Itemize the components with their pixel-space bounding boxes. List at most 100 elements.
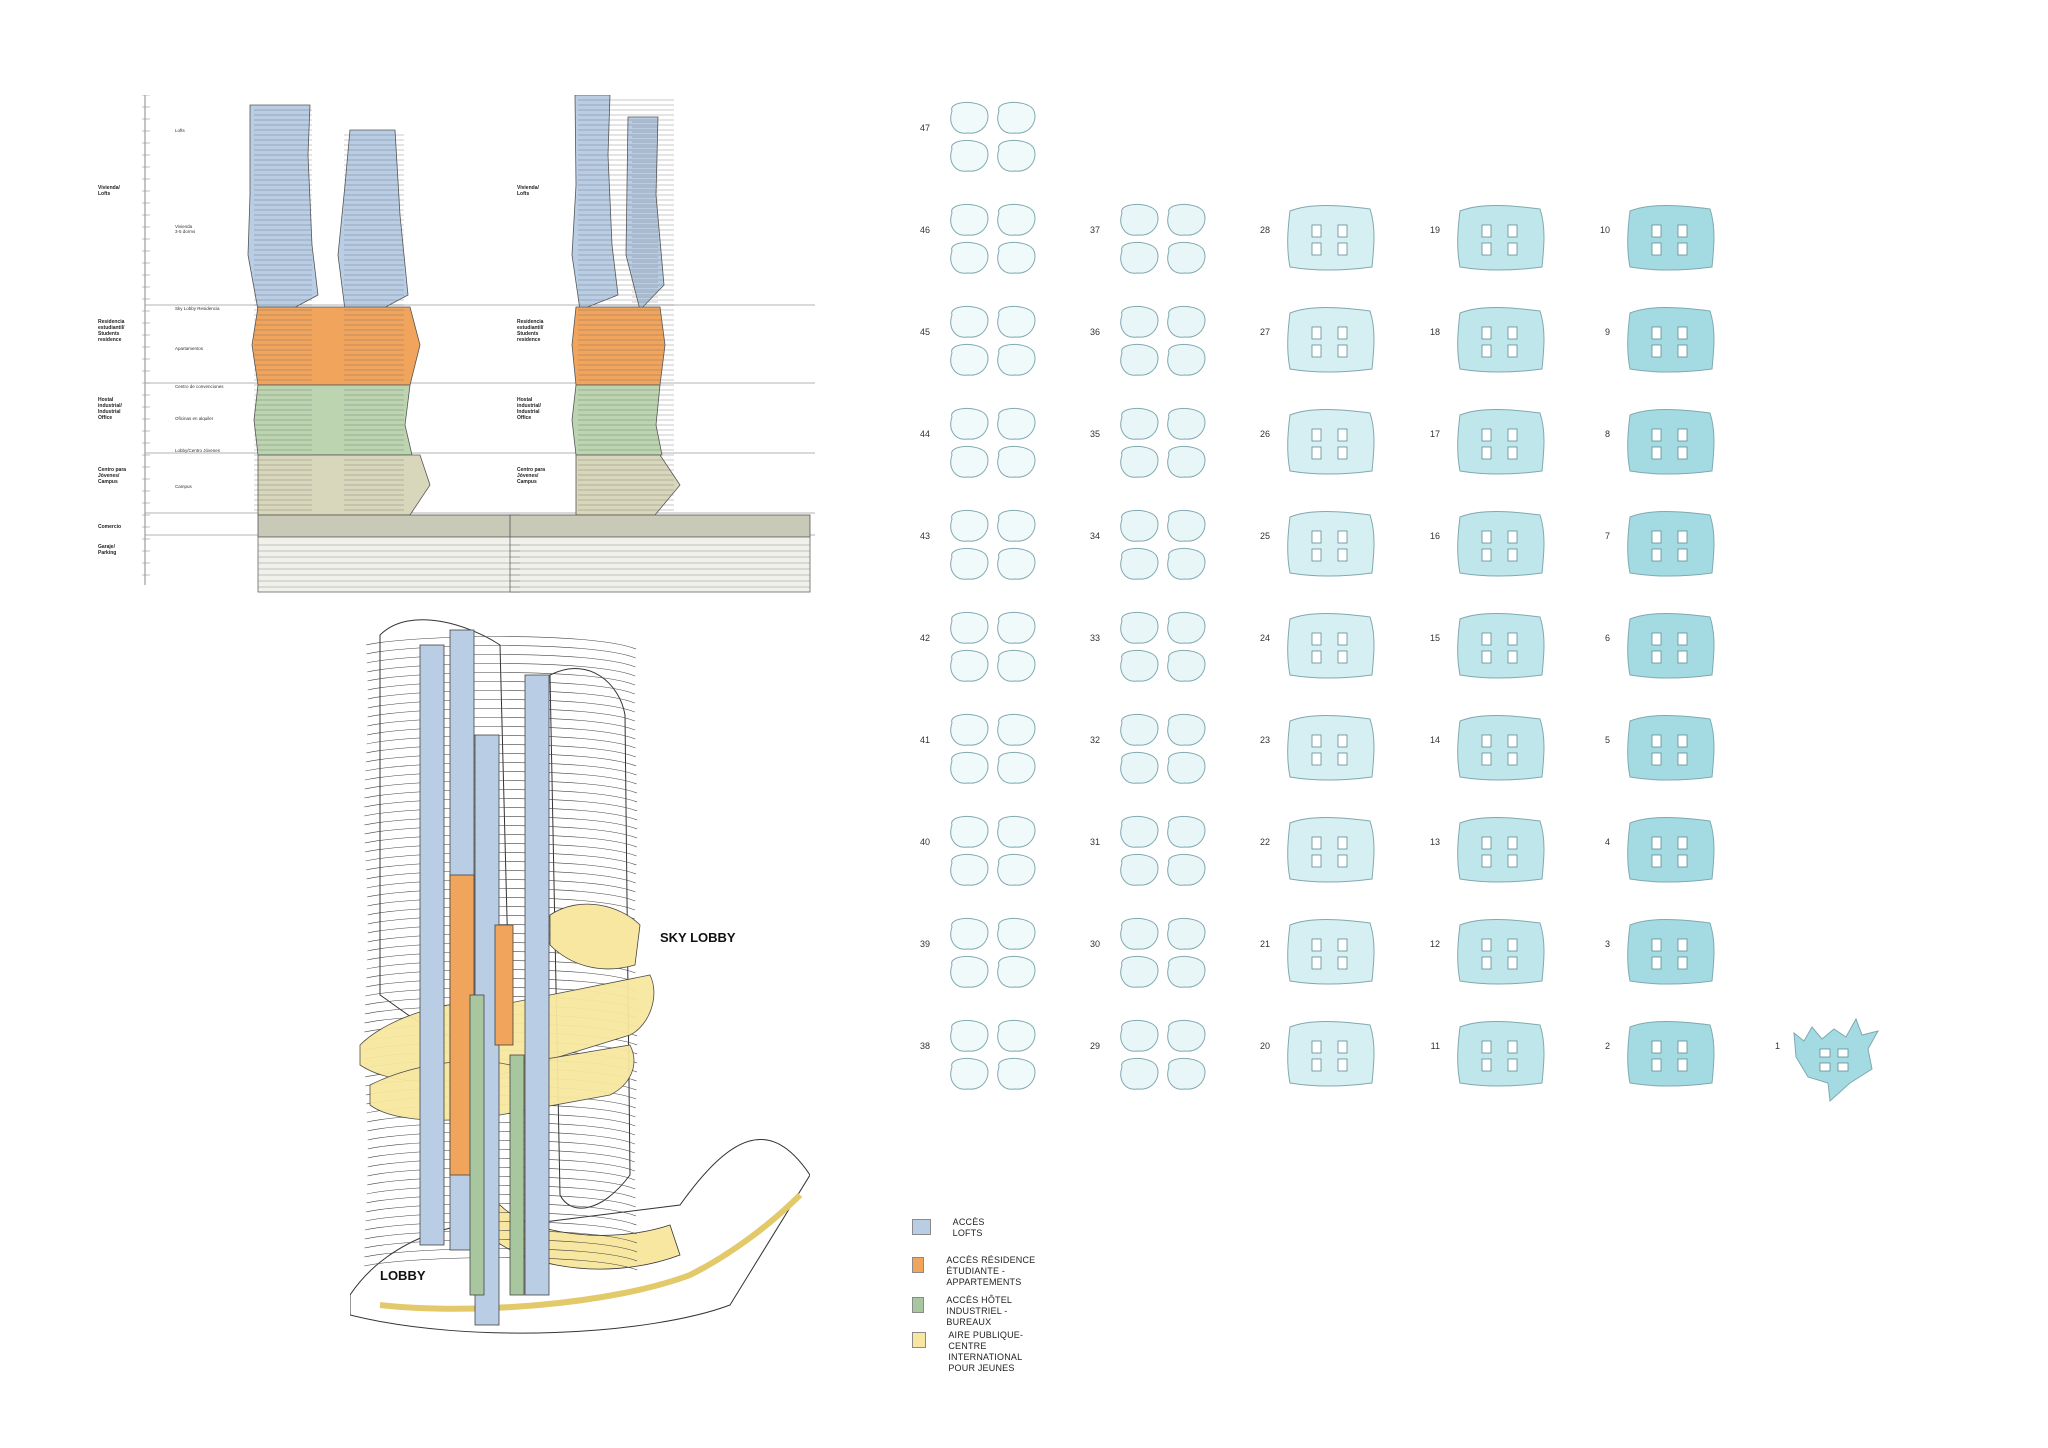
floor-number: 24	[1259, 633, 1270, 643]
floor-number: 23	[1259, 735, 1270, 745]
floor-plan-drawing	[1457, 511, 1545, 577]
floor-plan-drawing	[1457, 307, 1545, 373]
floor-number: 32	[1089, 735, 1100, 745]
floor-number: 47	[919, 123, 930, 133]
subzone-oficinas: Oficinas en alquiler	[175, 416, 214, 421]
zone-campus-label: Centro para Jóvenes/ Campus	[98, 467, 127, 485]
floor-number: 2	[1604, 1041, 1610, 1051]
legend-label-hotel: ACCÈS HÔTEL INDUSTRIEL - BUREAUX	[946, 1295, 1012, 1327]
floor-number: 37	[1089, 225, 1100, 235]
floor-number: 21	[1259, 939, 1270, 949]
floor-plan-drawing	[1627, 409, 1715, 475]
floor-plan-drawing	[950, 714, 1036, 784]
floor-number: 38	[919, 1041, 930, 1051]
subzone-convenciones: Centro de convenciones	[175, 384, 224, 389]
legend-item-hotel: ACCÈS HÔTEL INDUSTRIEL - BUREAUX	[912, 1295, 1017, 1328]
floor-plan-drawing	[950, 204, 1036, 274]
floor-number: 30	[1089, 939, 1100, 949]
floor-plan-drawing	[1627, 715, 1715, 781]
floor-number: 22	[1259, 837, 1270, 847]
legend-item-lofts: ACCÈS LOFTS	[912, 1217, 994, 1239]
axonometric-drawing	[350, 619, 810, 1334]
elevation-subzone-labels: Lofts Vivienda 3-5 dorms Sky Lobby Resid…	[175, 128, 245, 489]
floor-plan-drawing	[950, 102, 1036, 172]
floor-number: 10	[1599, 225, 1610, 235]
floor-plan-drawing	[1287, 511, 1375, 577]
legend-swatch-lofts	[912, 1219, 931, 1235]
floor-plan-drawing	[1627, 511, 1715, 577]
floor-number: 46	[919, 225, 930, 235]
floor-plan-drawing	[1457, 919, 1545, 985]
floor-number: 39	[919, 939, 930, 949]
floor-plan-drawing	[1120, 1020, 1206, 1090]
floor-plan-drawing	[1457, 1021, 1545, 1087]
zone-lofts-label-right: Vivienda/ Lofts	[517, 185, 539, 197]
subzone-skylobby: Sky Lobby Residencia	[175, 306, 220, 311]
floor-number: 14	[1429, 735, 1440, 745]
floor-number: 35	[1089, 429, 1100, 439]
floor-number: 12	[1429, 939, 1440, 949]
zone-lofts-label: Vivienda/ Lofts	[98, 185, 120, 197]
floor-plan-drawing	[950, 612, 1036, 682]
subzone-lofts: Lofts	[175, 128, 185, 133]
legend-swatch-hotel	[912, 1297, 925, 1313]
floor-number: 17	[1429, 429, 1440, 439]
floor-number: 33	[1089, 633, 1100, 643]
floor-plan-drawing	[1120, 204, 1206, 274]
floor-number: 15	[1429, 633, 1440, 643]
floor-number: 20	[1259, 1041, 1270, 1051]
floor-number: 43	[919, 531, 930, 541]
floor-number: 1	[1774, 1041, 1780, 1051]
floor-plan-drawing	[1457, 613, 1545, 679]
floor-plan-drawing	[1627, 205, 1715, 271]
floor-plan-drawing	[1287, 205, 1375, 271]
floor-number: 44	[919, 429, 930, 439]
floor-number: 18	[1429, 327, 1440, 337]
floor-plan-drawing	[1120, 612, 1206, 682]
floor-plan-drawing	[1793, 1017, 1879, 1103]
floor-plan-drawing	[1287, 613, 1375, 679]
floor-number: 7	[1604, 531, 1610, 541]
floor-number: 13	[1429, 837, 1440, 847]
floor-plan-drawing	[1627, 817, 1715, 883]
subzone-campus: Campus	[175, 484, 192, 489]
floor-number: 16	[1429, 531, 1440, 541]
legend-label-residence: ACCÈS RÉSIDENCE ÉTUDIANTE - APPARTEMENTS	[946, 1255, 1036, 1287]
elevation-zone-labels: Vivienda/ Lofts Residencia estudiantil/ …	[98, 185, 158, 556]
floor-plan-drawing	[950, 1020, 1036, 1090]
zone-hotel-label-right: Hostal industrial/ Industrial Office	[517, 397, 541, 421]
subzone-lobby: Lobby/Centro Jóvenes	[175, 448, 221, 453]
floor-number: 6	[1604, 633, 1610, 643]
floor-plan-drawing	[950, 918, 1036, 988]
floor-plan-drawing	[1287, 919, 1375, 985]
floor-plan-drawing	[950, 816, 1036, 886]
floor-number: 36	[1089, 327, 1100, 337]
floor-number: 28	[1259, 225, 1270, 235]
floor-number: 31	[1089, 837, 1100, 847]
floor-number: 45	[919, 327, 930, 337]
floor-number: 19	[1429, 225, 1440, 235]
zone-residence-label: Residencia estudiantil/ Students residen…	[98, 319, 125, 343]
elevation-drawing	[142, 95, 815, 593]
floor-number: 26	[1259, 429, 1270, 439]
floor-plan-drawing	[1457, 817, 1545, 883]
floor-plan-drawing	[1457, 409, 1545, 475]
floor-plan-drawing	[1120, 816, 1206, 886]
floor-number: 11	[1430, 1041, 1440, 1051]
floor-plan-drawing	[1457, 715, 1545, 781]
sky-lobby-label: SKY LOBBY	[660, 930, 736, 945]
floor-plan-drawing	[1287, 715, 1375, 781]
floor-plan-drawing	[950, 306, 1036, 376]
floor-plan-drawing	[1120, 714, 1206, 784]
floor-number: 34	[1089, 531, 1100, 541]
floor-plan-drawing	[1287, 307, 1375, 373]
floor-number: 41	[919, 735, 930, 745]
floor-number: 25	[1259, 531, 1270, 541]
zone-parking-label: Garaje/ Parking	[98, 544, 117, 556]
floor-plan-drawing	[1287, 1021, 1375, 1087]
floor-plan-drawing	[1120, 306, 1206, 376]
floor-number: 4	[1604, 837, 1610, 847]
legend-label-public: AIRE PUBLIQUE- CENTRE INTERNATIONAL POUR…	[948, 1330, 1024, 1373]
lobby-label: LOBBY	[380, 1268, 426, 1283]
